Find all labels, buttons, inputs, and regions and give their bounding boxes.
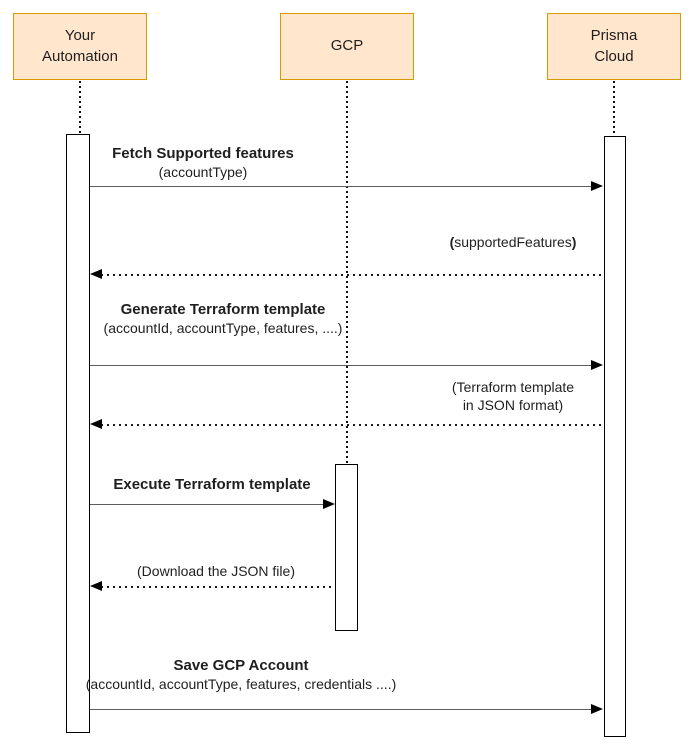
message-3-title: Generate Terraform template: [120, 301, 326, 318]
arrowhead-right-icon: [323, 499, 335, 509]
arrowhead-left-icon: [90, 581, 102, 591]
message-2-paren-open: (: [449, 234, 455, 250]
arrowhead-left-icon: [90, 269, 102, 279]
arrow-line: [90, 504, 324, 505]
message-6-text: (Download the JSON file): [137, 563, 295, 579]
lifeline-prisma-cloud: [613, 81, 615, 136]
actor-prisma-cloud-label: Prisma Cloud: [590, 27, 638, 65]
message-2-text: supportedFeatures: [454, 234, 572, 250]
actor-gcp: GCP: [280, 13, 414, 80]
message-4-line1: (Terraform template: [451, 379, 575, 395]
arrow-line: [90, 186, 593, 187]
message-3-label: Generate Terraform template (accountId, …: [104, 301, 343, 337]
message-1-title: Fetch Supported features: [112, 145, 294, 162]
message-1-params: (accountType): [158, 163, 248, 180]
message-2-paren-close: ): [571, 234, 577, 250]
actor-prisma-cloud: Prisma Cloud: [547, 13, 681, 80]
message-6-label: (Download the JSON file): [137, 563, 295, 581]
actor-gcp-label: GCP: [330, 37, 364, 55]
activation-your-automation: [66, 134, 90, 733]
arrowhead-right-icon: [591, 360, 603, 370]
lifeline-gcp: [346, 81, 348, 464]
arrowhead-left-icon: [90, 419, 102, 429]
message-1-label: Fetch Supported features (accountType): [112, 145, 294, 181]
message-5-title: Execute Terraform template: [113, 476, 311, 493]
actor-your-automation: Your Automation: [13, 13, 147, 80]
message-7-label: Save GCP Account (accountId, accountType…: [86, 657, 397, 693]
return-arrow-line: [101, 586, 335, 588]
message-2-label: (supportedFeatures): [450, 234, 577, 252]
arrow-line: [90, 709, 593, 710]
lifeline-your-automation: [79, 81, 81, 134]
arrowhead-right-icon: [591, 704, 603, 714]
message-4-label: (Terraform template in JSON format): [452, 379, 574, 414]
activation-prisma-cloud: [604, 136, 626, 737]
message-7-params: (accountId, accountType, features, crede…: [85, 675, 397, 692]
message-7-title: Save GCP Account: [173, 657, 309, 674]
message-4-line2: in JSON format): [462, 396, 564, 413]
activation-gcp: [335, 464, 358, 631]
message-3-params: (accountId, accountType, features, ....): [103, 319, 343, 336]
message-5-label: Execute Terraform template: [113, 476, 310, 495]
arrow-line: [90, 365, 593, 366]
actor-your-automation-label: Your Automation: [42, 27, 118, 65]
arrowhead-right-icon: [591, 181, 603, 191]
return-arrow-line: [101, 274, 603, 276]
return-arrow-line: [101, 424, 603, 426]
